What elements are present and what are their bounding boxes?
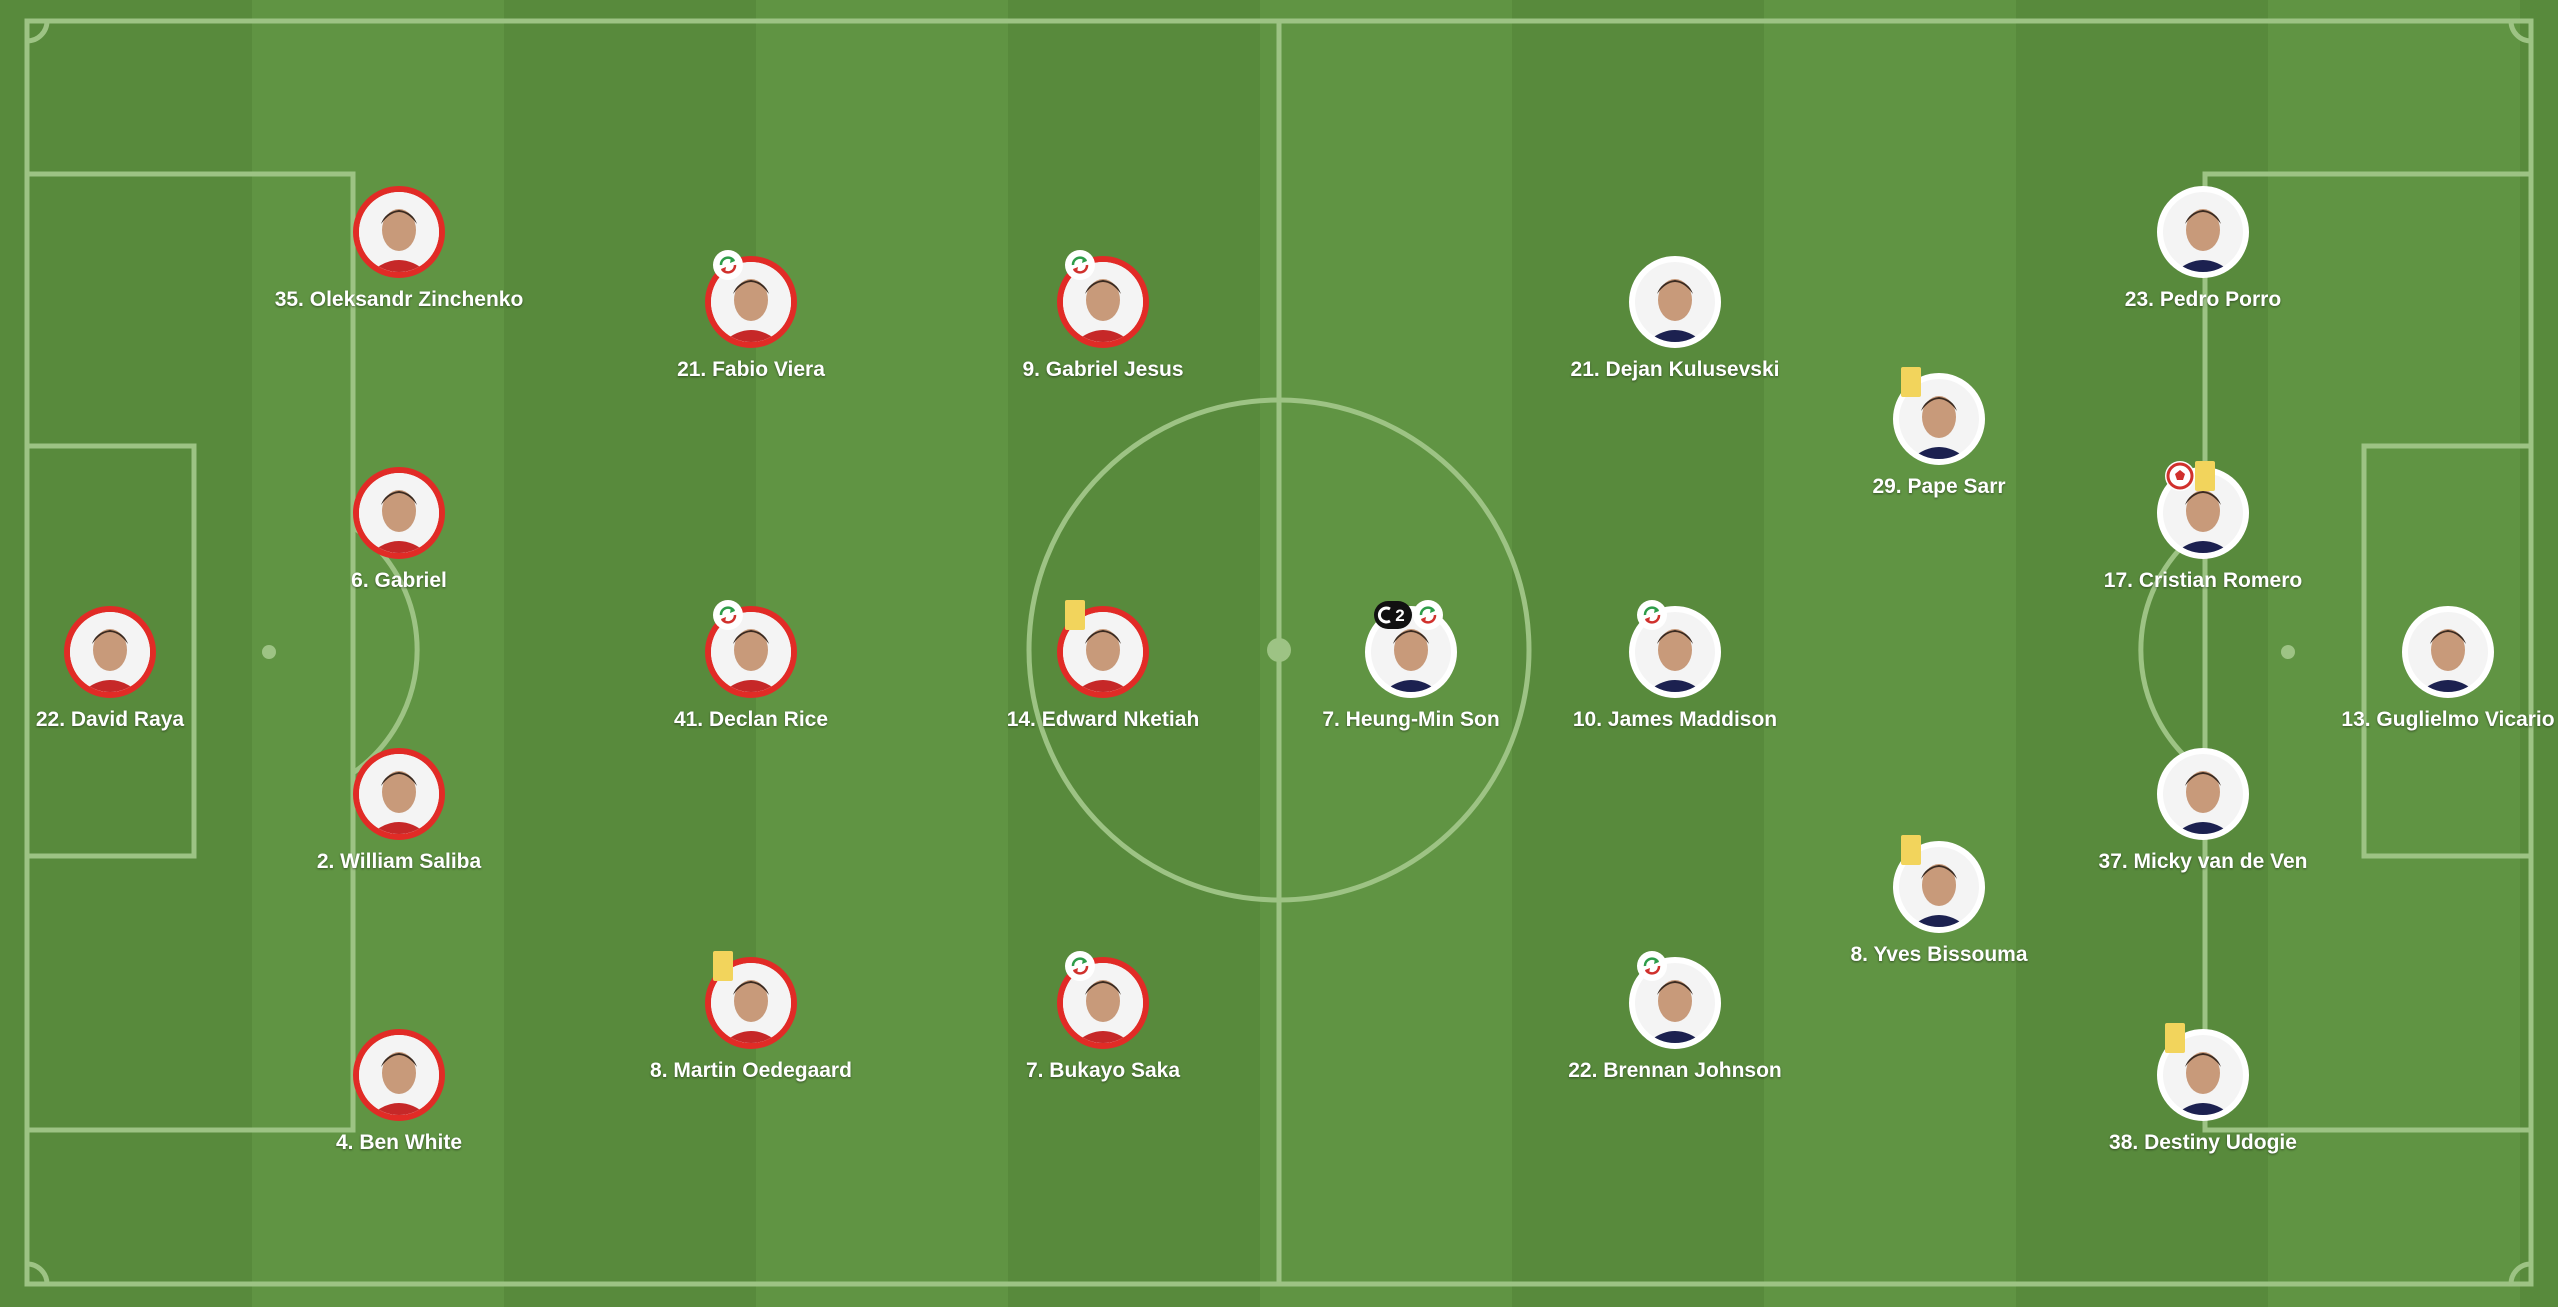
player-photo [1899, 847, 1979, 927]
player-photo [2163, 192, 2243, 272]
home-player-7[interactable]: 8. Martin Oedegaard [571, 951, 931, 1117]
pitch-stripe [2520, 0, 2558, 1307]
home-player-1[interactable]: 35. Oleksandr Zinchenko [219, 186, 579, 346]
player-avatar[interactable] [2157, 186, 2249, 278]
away-player-2[interactable]: 17. Cristian Romero [2023, 461, 2383, 627]
away-player-1[interactable]: 23. Pedro Porro [2023, 186, 2383, 346]
player-photo [1063, 612, 1143, 692]
player-photo [359, 473, 439, 553]
player-avatar[interactable] [2157, 1029, 2249, 1121]
player-photo [711, 262, 791, 342]
player-name[interactable]: 37. Micky van de Ven [2098, 850, 2308, 873]
captain-goals-icon: 2 [1373, 600, 1413, 630]
away-player-10[interactable]: 7. Heung-Min Son 2 [1231, 600, 1591, 766]
player-photo [359, 1035, 439, 1115]
away-player-8[interactable]: 10. James Maddison [1495, 600, 1855, 766]
away-player-9[interactable]: 22. Brennan Johnson [1495, 951, 1855, 1117]
player-photo [359, 754, 439, 834]
yellow-card-icon [1901, 835, 1921, 865]
player-avatar[interactable] [353, 1029, 445, 1121]
player-photo [70, 612, 150, 692]
yellow-card-icon [1901, 367, 1921, 397]
player-name[interactable]: 4. Ben White [335, 1131, 462, 1154]
player-name[interactable]: 38. Destiny Udogie [2109, 1131, 2297, 1154]
player-name[interactable]: 14. Edward Nketiah [1006, 708, 1200, 731]
player-name[interactable]: 41. Declan Rice [673, 708, 829, 731]
player-name[interactable]: 23. Pedro Porro [2124, 288, 2282, 311]
substitution-icon [713, 250, 743, 280]
player-avatar[interactable] [353, 186, 445, 278]
player-name[interactable]: 7. Heung-Min Son [1322, 708, 1500, 731]
player-name[interactable]: 10. James Maddison [1572, 708, 1778, 731]
home-player-0[interactable]: 22. David Raya [0, 606, 290, 766]
pitch-stripe [1764, 0, 2016, 1307]
yellow-card-icon [1065, 600, 1085, 630]
player-photo [2163, 754, 2243, 834]
player-avatar[interactable] [353, 748, 445, 840]
player-photo [359, 192, 439, 272]
away-player-4[interactable]: 38. Destiny Udogie [2023, 1023, 2383, 1189]
home-player-3[interactable]: 2. William Saliba [219, 748, 579, 908]
player-avatar[interactable] [1629, 957, 1721, 1049]
substitution-icon [1065, 250, 1095, 280]
player-photo [1635, 262, 1715, 342]
player-name[interactable]: 21. Dejan Kulusevski [1570, 358, 1780, 381]
home-player-5[interactable]: 21. Fabio Viera [571, 250, 931, 416]
player-photo [2408, 612, 2488, 692]
player-avatar[interactable] [64, 606, 156, 698]
home-player-10[interactable]: 7. Bukayo Saka [923, 951, 1283, 1117]
player-photo [1635, 612, 1715, 692]
substitution-icon [1065, 951, 1095, 981]
player-name[interactable]: 22. David Raya [35, 708, 185, 731]
yellow-card-icon [713, 951, 733, 981]
player-photo [2163, 1035, 2243, 1115]
home-player-9[interactable]: 14. Edward Nketiah [923, 600, 1283, 766]
player-name[interactable]: 7. Bukayo Saka [1025, 1059, 1181, 1082]
player-name[interactable]: 13. Guglielmo Vicario [2341, 708, 2555, 731]
away-player-3[interactable]: 37. Micky van de Ven [2023, 748, 2383, 908]
player-name[interactable]: 2. William Saliba [316, 850, 482, 873]
player-name[interactable]: 17. Cristian Romero [2103, 569, 2303, 592]
player-name[interactable]: 35. Oleksandr Zinchenko [274, 288, 524, 311]
yellow-card-icon [2195, 461, 2215, 491]
player-name[interactable]: 29. Pape Sarr [1872, 475, 2006, 498]
home-player-6[interactable]: 41. Declan Rice [571, 600, 931, 766]
away-player-7[interactable]: 21. Dejan Kulusevski [1495, 256, 1855, 416]
player-name[interactable]: 21. Fabio Viera [677, 358, 825, 381]
substitution-icon [1637, 951, 1667, 981]
player-name[interactable]: 9. Gabriel Jesus [1022, 358, 1184, 381]
player-avatar[interactable] [1057, 957, 1149, 1049]
player-name[interactable]: 6. Gabriel [351, 569, 447, 592]
player-avatar[interactable] [353, 467, 445, 559]
away-player-5[interactable]: 29. Pape Sarr [1759, 367, 2119, 533]
goals-count: 2 [1395, 606, 1404, 625]
player-avatar[interactable] [1057, 606, 1149, 698]
player-avatar[interactable] [2157, 748, 2249, 840]
player-avatar[interactable] [1629, 256, 1721, 348]
substitution-icon [1637, 600, 1667, 630]
yellow-card-icon [2165, 1023, 2185, 1053]
player-name[interactable]: 22. Brennan Johnson [1568, 1059, 1782, 1082]
home-player-2[interactable]: 6. Gabriel [219, 467, 579, 627]
pitch-stripe [756, 0, 1008, 1307]
home-player-8[interactable]: 9. Gabriel Jesus [923, 250, 1283, 416]
home-player-4[interactable]: 4. Ben White [219, 1029, 579, 1189]
substitution-icon [713, 600, 743, 630]
player-name[interactable]: 8. Yves Bissouma [1850, 943, 2028, 966]
goal-ball-icon [2165, 461, 2195, 491]
player-name[interactable]: 8. Martin Oedegaard [650, 1059, 852, 1082]
substitution-icon [1413, 600, 1443, 630]
player-avatar[interactable] [2402, 606, 2494, 698]
player-avatar[interactable] [1057, 256, 1149, 348]
away-player-6[interactable]: 8. Yves Bissouma [1759, 835, 2119, 1001]
away-player-0[interactable]: 13. Guglielmo Vicario [2268, 606, 2558, 766]
player-avatar[interactable] [705, 256, 797, 348]
